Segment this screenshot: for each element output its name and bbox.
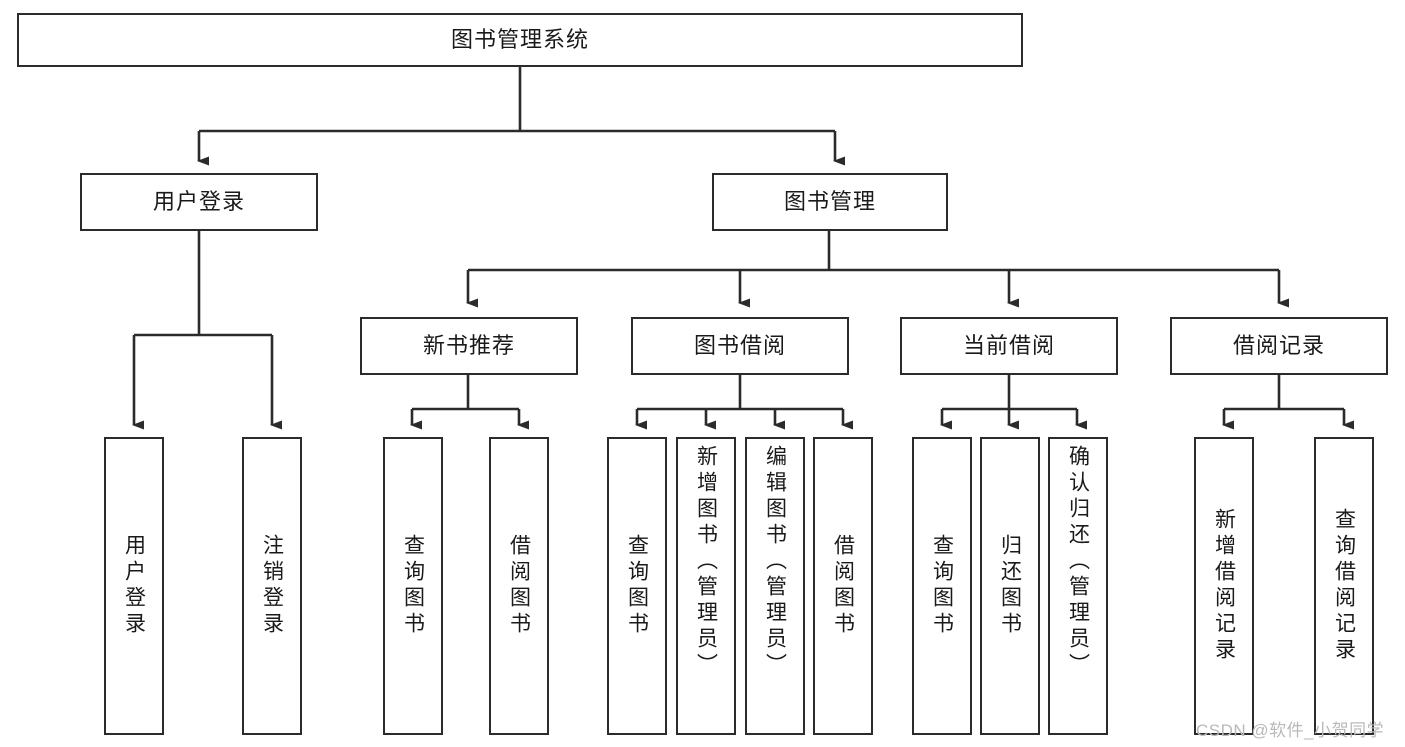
node-label: 当前借阅 — [962, 332, 1055, 358]
leaf-current-return-book[interactable]: 归还图书 — [980, 437, 1040, 735]
node-label: 新增借阅记录 — [1212, 508, 1236, 664]
node-user-login[interactable]: 用户登录 — [80, 173, 318, 231]
leaf-user-login-login[interactable]: 用户登录 — [104, 437, 164, 735]
node-label: 确认归还（管理员） — [1066, 445, 1090, 679]
node-book-borrow[interactable]: 图书借阅 — [631, 317, 849, 375]
node-root-system[interactable]: 图书管理系统 — [17, 13, 1023, 67]
node-label: 新增图书（管理员） — [694, 445, 718, 679]
node-new-book-recommend[interactable]: 新书推荐 — [360, 317, 578, 375]
node-label: 编辑图书（管理员） — [763, 445, 787, 679]
node-borrow-records[interactable]: 借阅记录 — [1170, 317, 1388, 375]
node-label: 借阅图书 — [831, 534, 855, 638]
node-label: 用户登录 — [122, 534, 146, 638]
leaf-borrow-query-book[interactable]: 查询图书 — [607, 437, 667, 735]
node-label: 新书推荐 — [422, 332, 515, 358]
node-label: 借阅图书 — [507, 534, 531, 638]
node-label: 查询图书 — [401, 534, 425, 638]
watermark-credit: CSDN @软件_小贺同学 — [1196, 721, 1385, 740]
node-label: 图书借阅 — [693, 332, 786, 358]
node-label: 查询借阅记录 — [1332, 508, 1356, 664]
leaf-current-query-book[interactable]: 查询图书 — [912, 437, 972, 735]
node-label: 归还图书 — [998, 534, 1022, 638]
node-book-management[interactable]: 图书管理 — [712, 173, 948, 231]
node-current-borrow[interactable]: 当前借阅 — [900, 317, 1118, 375]
node-label: 图书管理系统 — [450, 26, 589, 52]
node-label: 注销登录 — [260, 534, 284, 638]
leaf-recommend-borrow-book[interactable]: 借阅图书 — [489, 437, 549, 735]
leaf-user-login-logout[interactable]: 注销登录 — [242, 437, 302, 735]
node-label: 查询图书 — [625, 534, 649, 638]
leaf-recommend-query-book[interactable]: 查询图书 — [383, 437, 443, 735]
leaf-borrow-edit-book-admin[interactable]: 编辑图书（管理员） — [745, 437, 805, 735]
leaf-records-add-record[interactable]: 新增借阅记录 — [1194, 437, 1254, 735]
node-label: 图书管理 — [783, 188, 876, 214]
leaf-records-query-record[interactable]: 查询借阅记录 — [1314, 437, 1374, 735]
node-label: 借阅记录 — [1232, 332, 1325, 358]
node-label: 查询图书 — [930, 534, 954, 638]
leaf-borrow-add-book-admin[interactable]: 新增图书（管理员） — [676, 437, 736, 735]
leaf-current-confirm-return-admin[interactable]: 确认归还（管理员） — [1048, 437, 1108, 735]
leaf-borrow-borrow-book[interactable]: 借阅图书 — [813, 437, 873, 735]
node-label: 用户登录 — [152, 188, 245, 214]
